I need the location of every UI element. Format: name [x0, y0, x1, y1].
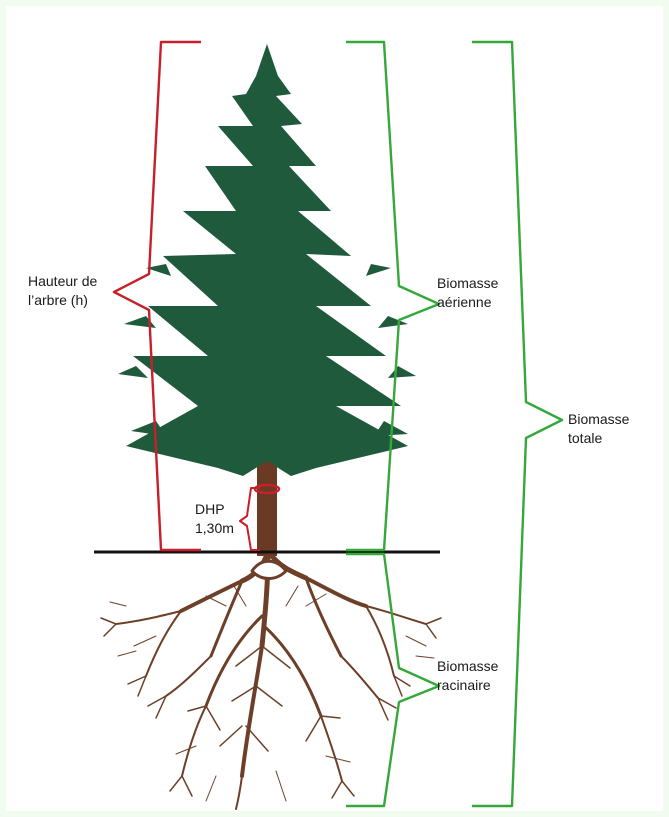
aerial-biomass-label-line2: aérienne: [437, 293, 498, 312]
total-biomass-label-line1: Biomasse: [568, 410, 629, 429]
dhp-label-line2: 1,30m: [195, 519, 234, 538]
total-biomass-label-line2: totale: [568, 429, 629, 448]
root-biomass-label-line2: racinaire: [437, 676, 498, 695]
aerial-biomass-bracket: [346, 42, 439, 550]
root-biomass-bracket: [346, 554, 439, 806]
tree-height-label-line2: l’arbre (h): [28, 291, 97, 310]
tree-height-label-line1: Hauteur de: [28, 272, 97, 291]
root-biomass-label: Biomasse racinaire: [437, 657, 498, 695]
tree-height-label: Hauteur de l’arbre (h): [28, 272, 97, 310]
aerial-biomass-label: Biomasse aérienne: [437, 274, 498, 312]
total-biomass-label: Biomasse totale: [568, 410, 629, 448]
trunk: [257, 451, 277, 556]
aerial-biomass-label-line1: Biomasse: [437, 274, 498, 293]
dhp-label-line1: DHP: [195, 500, 234, 519]
tree-icon: [118, 44, 416, 476]
root-biomass-label-line1: Biomasse: [437, 657, 498, 676]
tree-biomass-diagram: [6, 6, 663, 811]
dhp-label: DHP 1,30m: [195, 500, 234, 538]
height-bracket: [114, 42, 201, 550]
diagram-frame: Hauteur de l’arbre (h) DHP 1,30m Biomass…: [6, 6, 663, 811]
